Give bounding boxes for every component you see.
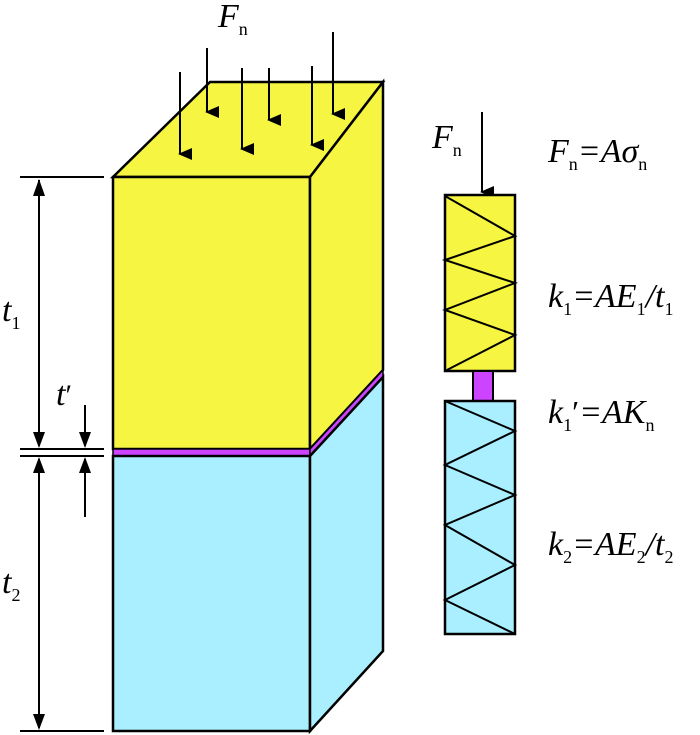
spring-k1-box (443, 193, 517, 373)
t1-label: t1 (2, 292, 20, 333)
layer2-side-face (308, 373, 385, 735)
dimension-arrowheads (33, 179, 91, 730)
layer2-front-face (111, 454, 312, 733)
spring-interface-connector (472, 370, 494, 402)
equation-k1: k1=AE1/t1 (548, 278, 673, 319)
force-arrows (178, 32, 345, 160)
force-label-right: Fn (431, 119, 462, 160)
layer1-front-face (111, 175, 312, 451)
equation-fn: Fn=Aσn (547, 133, 647, 174)
spring-model: Fn (431, 112, 518, 636)
spring-k1-zigzag (441, 195, 518, 372)
force-label-top: Fn (217, 0, 248, 39)
layered-block (109, 78, 386, 735)
dimension-lines (20, 176, 104, 732)
tprime-label: t′ (56, 376, 72, 413)
t2-label: t2 (2, 564, 20, 605)
equation-k1-prime: k1′=AKn (548, 394, 654, 435)
equation-k2: k2=AE2/t2 (548, 526, 673, 567)
spring-k2-zigzag (442, 400, 518, 635)
